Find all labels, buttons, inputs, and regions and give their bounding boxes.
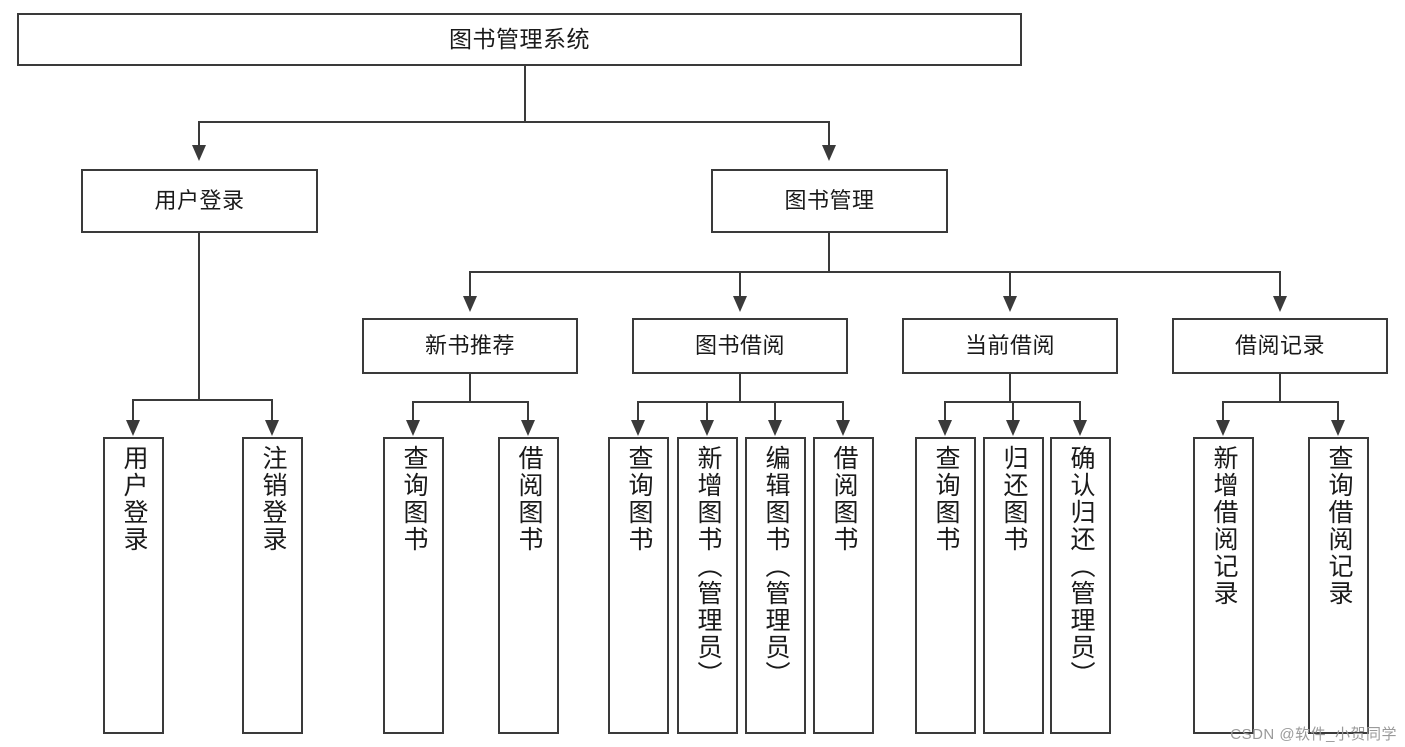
connector-currentborrow-drop-2	[1012, 401, 1014, 421]
arrow-to-leaf-add-record	[1216, 420, 1230, 436]
node-label: 编辑图书（管理员）	[762, 445, 790, 688]
csdn-watermark: CSDN @软件_小贺同学	[1230, 726, 1397, 743]
node-label: 查询图书	[625, 445, 653, 553]
node-label: 当前借阅	[964, 333, 1055, 359]
connector-bookborrow-drop-2	[706, 401, 708, 421]
connector-root-bus	[198, 121, 830, 123]
leaf-edit-book-admin[interactable]: 编辑图书（管理员）	[745, 437, 806, 734]
connector-userlogin-stem	[198, 233, 200, 400]
connector-root-stem	[524, 66, 526, 122]
node-label: 注销登录	[259, 445, 287, 553]
arrow-to-book-manage	[822, 145, 836, 161]
arrow-to-leaf-query-book-a	[406, 420, 420, 436]
leaf-query-book-recommend[interactable]: 查询图书	[383, 437, 444, 734]
node-root-system[interactable]: 图书管理系统	[17, 13, 1022, 66]
node-current-borrow[interactable]: 当前借阅	[902, 318, 1118, 374]
connector-userlogin-drop-1	[132, 399, 134, 421]
arrow-to-leaf-borrow-book-a	[521, 420, 535, 436]
arrow-to-user-login	[192, 145, 206, 161]
connector-userlogin-drop-2	[271, 399, 273, 421]
leaf-add-borrow-record[interactable]: 新增借阅记录	[1193, 437, 1254, 734]
arrow-to-leaf-borrow-book-b	[836, 420, 850, 436]
leaf-query-book-current[interactable]: 查询图书	[915, 437, 976, 734]
connector-borrowrec-bus	[1222, 401, 1338, 403]
node-label: 新增图书（管理员）	[694, 445, 722, 688]
arrow-to-leaf-query-record	[1331, 420, 1345, 436]
leaf-borrow-book[interactable]: 借阅图书	[813, 437, 874, 734]
connector-bookmgmt-bus	[469, 271, 1281, 273]
connector-newbook-stem	[469, 374, 471, 402]
leaf-user-login[interactable]: 用户登录	[103, 437, 164, 734]
arrow-to-new-book-recommend	[463, 296, 477, 312]
connector-bookmgmt-drop-4	[1279, 271, 1281, 297]
leaf-query-borrow-record[interactable]: 查询借阅记录	[1308, 437, 1369, 734]
connector-bookmgmt-stem	[828, 233, 830, 272]
node-book-management[interactable]: 图书管理	[711, 169, 948, 233]
node-label: 确认归还（管理员）	[1067, 445, 1095, 688]
connector-root-drop-right	[828, 121, 830, 146]
arrow-to-current-borrow	[1003, 296, 1017, 312]
node-label: 借阅记录	[1234, 333, 1325, 359]
connector-userlogin-bus	[132, 399, 272, 401]
arrow-to-leaf-add-book	[700, 420, 714, 436]
arrow-to-leaf-user-login	[126, 420, 140, 436]
arrow-to-leaf-confirm-return	[1073, 420, 1087, 436]
arrow-to-leaf-query-book-b	[631, 420, 645, 436]
connector-bookmgmt-drop-2	[739, 271, 741, 297]
leaf-borrow-book-recommend[interactable]: 借阅图书	[498, 437, 559, 734]
arrow-to-leaf-query-book-c	[938, 420, 952, 436]
node-user-login[interactable]: 用户登录	[81, 169, 318, 233]
node-label: 查询借阅记录	[1325, 445, 1353, 607]
node-book-borrow[interactable]: 图书借阅	[632, 318, 848, 374]
node-label: 归还图书	[1000, 445, 1028, 553]
connector-bookmgmt-drop-3	[1009, 271, 1011, 297]
connector-newbook-drop-2	[527, 401, 529, 421]
node-label: 图书借阅	[694, 333, 785, 359]
leaf-logout[interactable]: 注销登录	[242, 437, 303, 734]
node-label: 借阅图书	[515, 445, 543, 553]
leaf-add-book-admin[interactable]: 新增图书（管理员）	[677, 437, 738, 734]
node-label: 新增借阅记录	[1210, 445, 1238, 607]
arrow-to-book-borrow	[733, 296, 747, 312]
connector-borrowrec-stem	[1279, 374, 1281, 402]
arrow-to-leaf-edit-book	[768, 420, 782, 436]
leaf-return-book[interactable]: 归还图书	[983, 437, 1044, 734]
node-label: 新书推荐	[424, 333, 515, 359]
node-label: 用户登录	[120, 445, 148, 553]
arrow-to-leaf-logout	[265, 420, 279, 436]
node-borrow-records[interactable]: 借阅记录	[1172, 318, 1388, 374]
arrow-to-leaf-return-book	[1006, 420, 1020, 436]
connector-bookborrow-drop-3	[774, 401, 776, 421]
node-label: 借阅图书	[830, 445, 858, 553]
arrow-to-borrow-records	[1273, 296, 1287, 312]
connector-newbook-bus	[412, 401, 528, 403]
node-label: 用户登录	[154, 188, 245, 214]
connector-bookborrow-stem	[739, 374, 741, 402]
node-new-book-recommend[interactable]: 新书推荐	[362, 318, 578, 374]
connector-bookborrow-drop-4	[842, 401, 844, 421]
connector-bookborrow-drop-1	[637, 401, 639, 421]
leaf-query-book-borrow[interactable]: 查询图书	[608, 437, 669, 734]
connector-currentborrow-drop-3	[1079, 401, 1081, 421]
leaf-confirm-return-admin[interactable]: 确认归还（管理员）	[1050, 437, 1111, 734]
node-label: 图书管理系统	[449, 25, 590, 52]
connector-borrowrec-drop-1	[1222, 401, 1224, 421]
connector-bookmgmt-drop-1	[469, 271, 471, 297]
node-label: 图书管理	[784, 188, 875, 214]
connector-currentborrow-stem	[1009, 374, 1011, 402]
node-label: 查询图书	[932, 445, 960, 553]
connector-root-drop-left	[198, 121, 200, 146]
node-label: 查询图书	[400, 445, 428, 553]
connector-borrowrec-drop-2	[1337, 401, 1339, 421]
connector-bookborrow-bus	[637, 401, 843, 403]
connector-currentborrow-drop-1	[944, 401, 946, 421]
connector-newbook-drop-1	[412, 401, 414, 421]
